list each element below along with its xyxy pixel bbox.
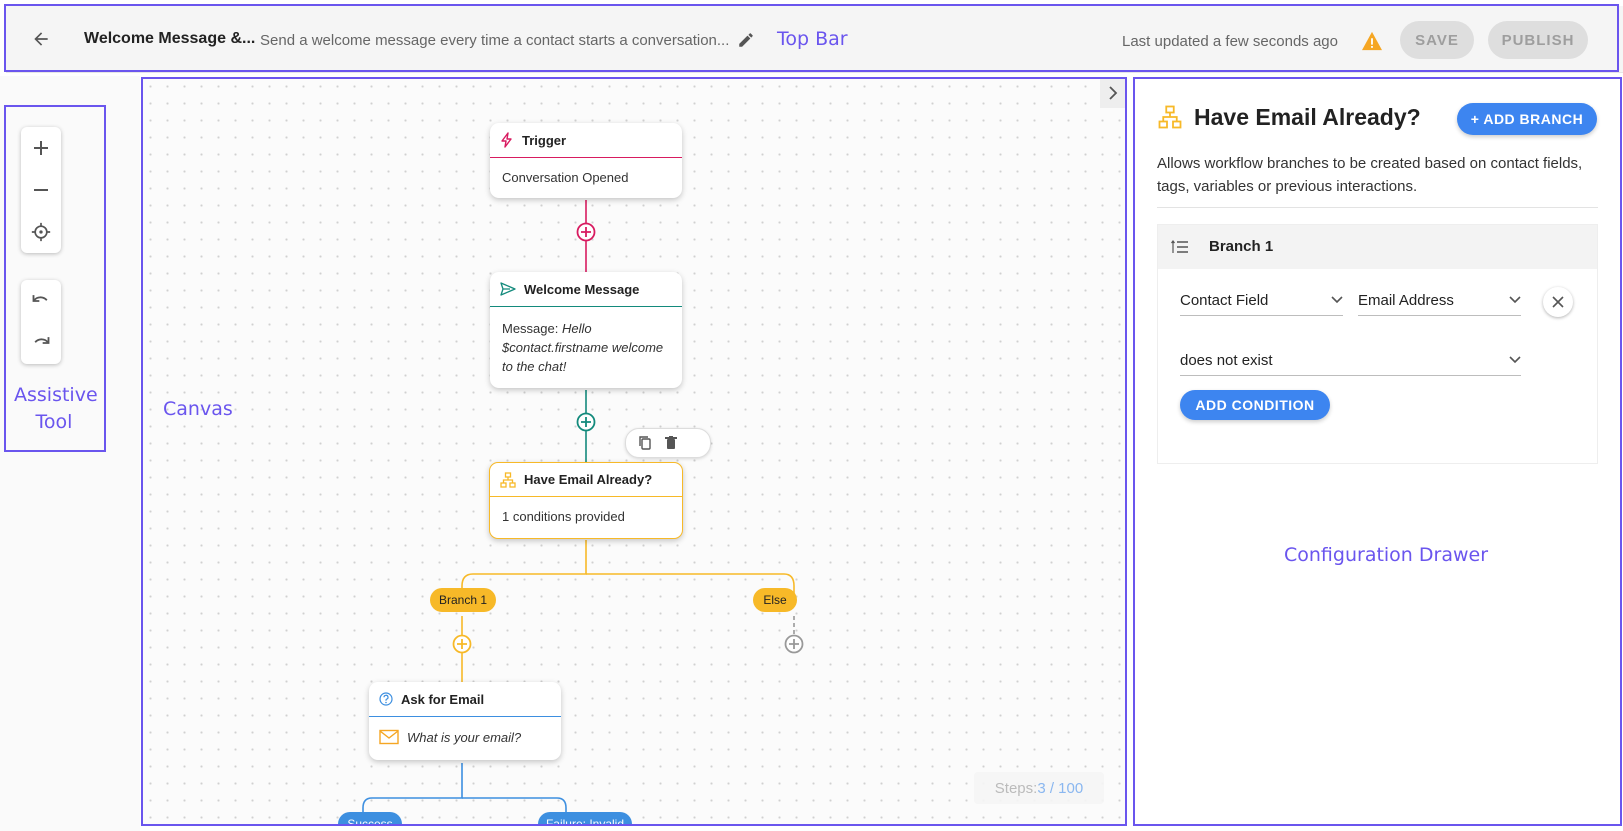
trigger-node-title: Trigger: [522, 132, 567, 148]
operator-value: does not exist: [1180, 351, 1273, 369]
success-badge[interactable]: Success: [338, 812, 402, 824]
question-icon: [379, 692, 393, 706]
field-type-select[interactable]: Contact Field: [1180, 285, 1343, 316]
list-icon: [1171, 240, 1188, 253]
branch-card: Branch 1 Contact Field Email Address doe…: [1157, 224, 1598, 464]
minus-icon[interactable]: [21, 169, 61, 211]
ask-node-body: What is your email?: [369, 717, 561, 745]
workflow-title[interactable]: Welcome Message &...: [84, 30, 256, 47]
drawer-title: Have Email Already?: [1194, 104, 1421, 130]
welcome-node-body: Message: Hello $contact.firstname welcom…: [490, 307, 682, 376]
field-name-value: Email Address: [1358, 291, 1454, 309]
zoom-tool-group: [21, 127, 61, 253]
add-step-button[interactable]: [576, 222, 596, 242]
publish-button[interactable]: PUBLISH: [1488, 21, 1588, 59]
branch-node[interactable]: Have Email Already? 1 conditions provide…: [489, 462, 683, 539]
ask-node-question: What is your email?: [407, 729, 522, 745]
trigger-node-header: Trigger: [490, 123, 682, 158]
branch-node-header: Have Email Already?: [490, 463, 682, 497]
chevron-down-icon: [1509, 356, 1521, 364]
trigger-node[interactable]: Trigger Conversation Opened: [490, 123, 682, 198]
workflow-description[interactable]: Send a welcome message every time a cont…: [260, 32, 730, 49]
message-text: Hello $contact.firstname welcome to the …: [502, 321, 664, 374]
add-condition-button[interactable]: ADD CONDITION: [1180, 390, 1330, 420]
welcome-message-node[interactable]: Welcome Message Message: Hello $contact.…: [490, 272, 682, 388]
connector-lines: [362, 200, 795, 824]
node-action-toolbar: [625, 428, 711, 458]
crosshair-icon[interactable]: [21, 211, 61, 253]
branch-node-body: 1 conditions provided: [502, 509, 625, 524]
ask-node-title: Ask for Email: [401, 691, 485, 707]
chevron-down-icon: [1509, 296, 1521, 304]
trash-icon[interactable]: [658, 431, 684, 455]
close-icon[interactable]: [1543, 287, 1573, 317]
add-step-button[interactable]: [784, 634, 804, 654]
undo-icon[interactable]: [21, 280, 61, 322]
chevron-right-icon[interactable]: [1100, 78, 1126, 108]
top-bar-annotation: Top Bar: [777, 28, 848, 50]
configuration-drawer-annotation: Configuration Drawer: [1284, 544, 1489, 566]
history-tool-group: [21, 280, 61, 364]
ask-node-header: Ask for Email: [369, 682, 561, 717]
add-step-button[interactable]: [576, 412, 596, 432]
redo-icon[interactable]: [21, 322, 61, 364]
assistive-tool-annotation: Assistive Tool: [14, 384, 98, 433]
drawer-description: Allows workflow branches to be created b…: [1157, 155, 1583, 195]
top-bar: Welcome Message &... Send a welcome mess…: [6, 6, 1623, 73]
divider: [1157, 207, 1598, 208]
else-badge[interactable]: Else: [753, 588, 797, 612]
welcome-node-title: Welcome Message: [524, 281, 640, 297]
add-branch-button[interactable]: + ADD BRANCH: [1457, 103, 1597, 135]
save-button[interactable]: SAVE: [1400, 21, 1474, 59]
branch-node-title: Have Email Already?: [524, 472, 653, 487]
branch-card-header[interactable]: Branch 1: [1158, 225, 1597, 269]
add-step-button[interactable]: [452, 634, 472, 654]
send-icon: [500, 282, 516, 296]
configuration-drawer: Have Email Already? + ADD BRANCH Allows …: [1135, 78, 1621, 824]
branch-icon: [1158, 105, 1182, 129]
mail-icon: [379, 729, 399, 745]
plus-icon[interactable]: [21, 127, 61, 169]
steps-counter: Steps: 3 / 100: [974, 772, 1104, 804]
branch-label: Branch 1: [1209, 238, 1274, 255]
failure-badge[interactable]: Failure: Invalid: [538, 812, 632, 824]
steps-value: 3 / 100: [1037, 779, 1084, 797]
canvas-annotation: Canvas: [163, 398, 233, 420]
edit-pencil-icon[interactable]: [734, 28, 758, 52]
copy-icon[interactable]: [632, 431, 658, 455]
branch-icon: [500, 471, 516, 488]
branch-1-badge[interactable]: Branch 1: [430, 588, 496, 612]
bolt-icon: [501, 132, 512, 148]
ask-for-email-node[interactable]: Ask for Email What is your email?: [369, 682, 561, 760]
steps-label: Steps:: [994, 779, 1038, 797]
chevron-down-icon: [1331, 296, 1343, 304]
field-type-value: Contact Field: [1180, 291, 1269, 309]
warning-icon[interactable]: [1360, 30, 1384, 52]
operator-select[interactable]: does not exist: [1180, 345, 1521, 376]
welcome-node-header: Welcome Message: [490, 272, 682, 307]
field-name-select[interactable]: Email Address: [1358, 285, 1521, 316]
trigger-node-body: Conversation Opened: [502, 170, 629, 185]
back-arrow-icon[interactable]: [26, 24, 56, 54]
message-prefix: Message:: [502, 321, 562, 336]
last-updated-text: Last updated a few seconds ago: [1122, 33, 1338, 50]
workflow-canvas[interactable]: Trigger Conversation Opened Welcome Mess…: [142, 78, 1126, 824]
